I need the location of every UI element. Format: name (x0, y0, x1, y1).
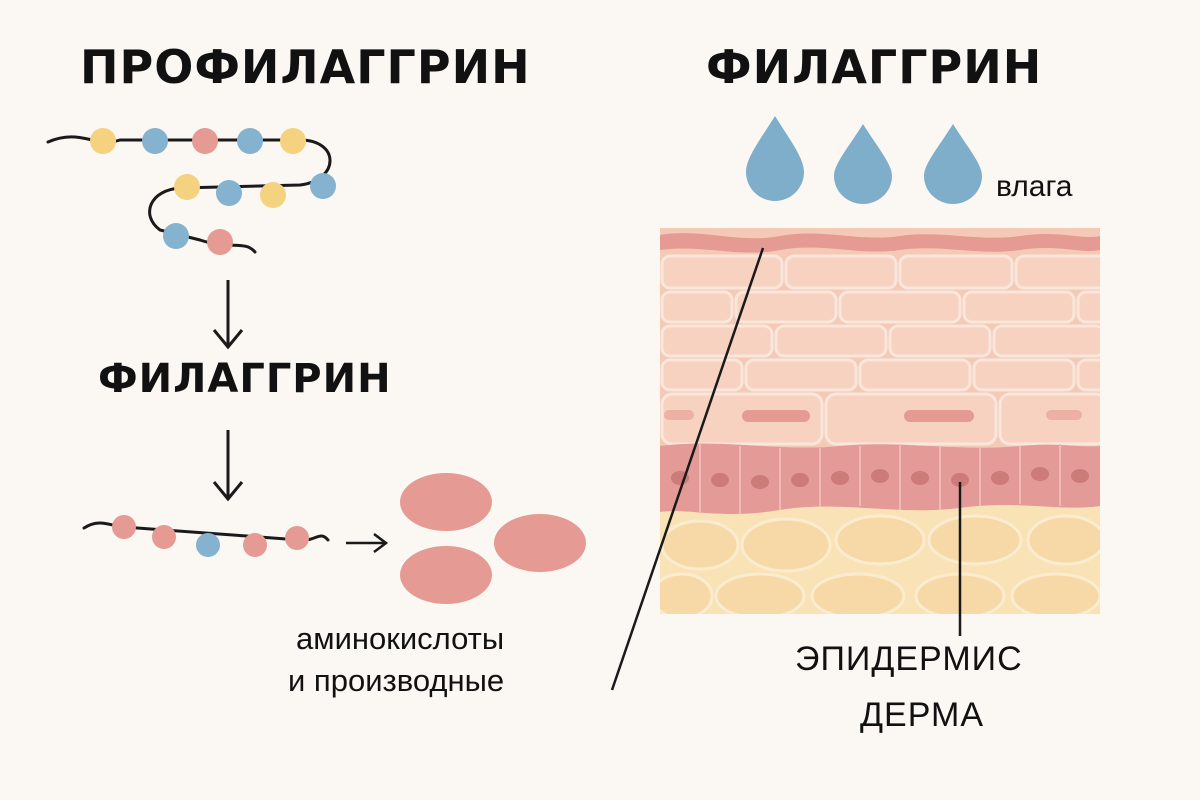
amino-blob (400, 473, 492, 531)
amino-acid-blobs (400, 473, 586, 604)
bead (163, 223, 189, 249)
bead (90, 128, 116, 154)
bead (196, 533, 220, 557)
water-drop-icon (746, 116, 804, 201)
epidermis-label: ЭПИДЕРМИС (795, 640, 1023, 678)
profilaggrin-beads (90, 128, 336, 255)
amino-label-line1: аминокислоты (296, 621, 505, 656)
moisture-label: влага (996, 170, 1073, 203)
bead (216, 180, 242, 206)
bead (112, 515, 136, 539)
bead (260, 182, 286, 208)
bead (207, 229, 233, 255)
profilaggrin-chain (46, 128, 336, 255)
arrow-down-icon (212, 430, 244, 502)
bead (192, 128, 218, 154)
dermis-cells (660, 514, 1100, 614)
bead (243, 533, 267, 557)
amino-blob (400, 546, 492, 604)
granular-nuclei (664, 410, 1082, 422)
bead (285, 526, 309, 550)
arrow-down-icon (212, 280, 244, 350)
bead (174, 174, 200, 200)
bead (237, 128, 263, 154)
basal-nuclei (671, 467, 1089, 489)
amino-blob (494, 514, 586, 572)
basal-cell-walls (699, 444, 1061, 514)
filaggrin-title-middle: ФИЛАГГРИН (98, 356, 392, 402)
bead (142, 128, 168, 154)
filaggrin-chain (82, 515, 330, 557)
amino-label-line2: и производные (288, 663, 505, 698)
dermis-label: ДЕРМА (860, 696, 984, 734)
bead (310, 173, 336, 199)
skin-cross-section (660, 228, 1100, 614)
amino-acids-label: аминокислоты и производные (288, 618, 504, 702)
filaggrin-title-right: ФИЛАГГРИН (706, 40, 1043, 94)
bead (280, 128, 306, 154)
pointer-line-filaggrin (610, 247, 765, 691)
water-drop-icon (834, 124, 892, 204)
bead (152, 525, 176, 549)
arrow-right-icon (346, 533, 389, 553)
water-drop-icon (924, 124, 982, 204)
profilaggrin-title: ПРОФИЛАГГРИН (80, 40, 531, 94)
